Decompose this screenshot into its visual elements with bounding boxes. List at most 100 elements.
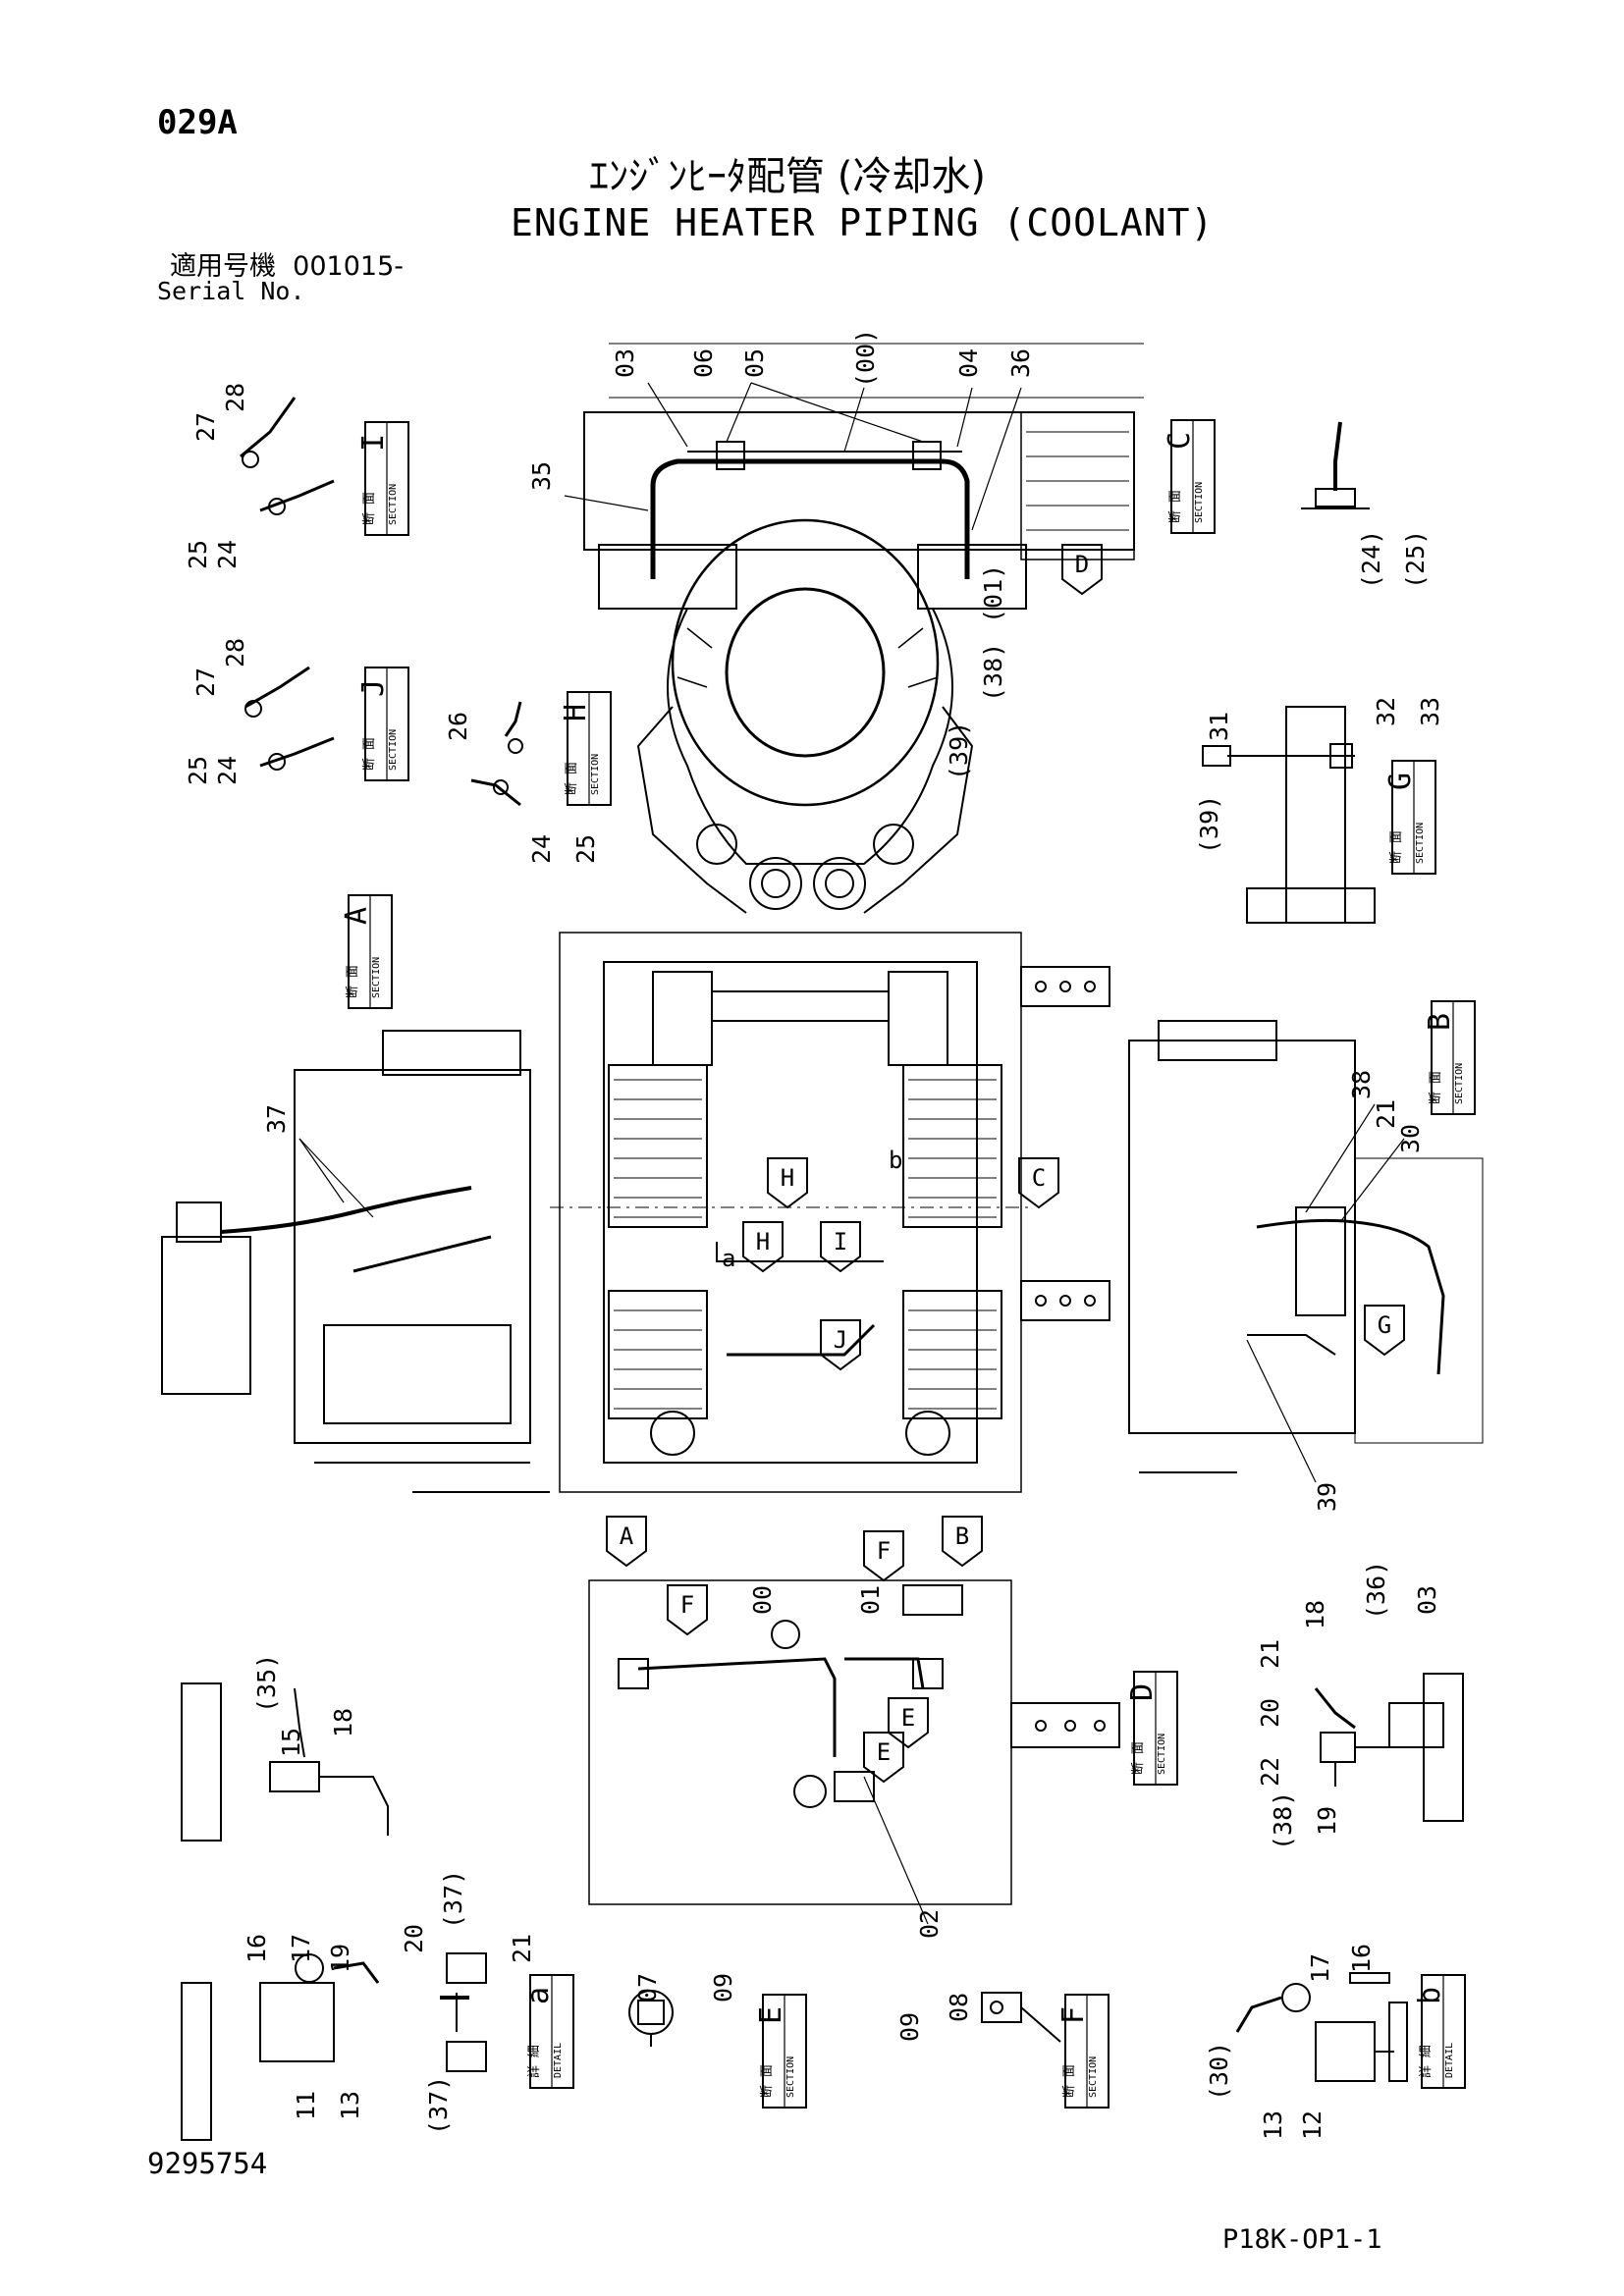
engine-top-view xyxy=(583,343,1144,914)
section-a-box: 断 面 SECTION A xyxy=(340,894,393,1009)
section-i-letter: I xyxy=(356,434,391,452)
callout: 01 xyxy=(856,1585,885,1615)
callout: 19 xyxy=(1313,1806,1341,1836)
callout: (24) xyxy=(1357,530,1385,589)
detail-b-view xyxy=(1235,1972,1408,2082)
section-h-letter: H xyxy=(559,704,593,721)
detail-b-word: DETAIL xyxy=(1444,2043,1455,2078)
detail-a-kanji: 詳 細 xyxy=(526,2045,542,2078)
section-g-detail xyxy=(1202,706,1376,924)
view-marker-f1: F xyxy=(863,1530,904,1582)
section-j-word: SECTION xyxy=(388,729,399,771)
section-e-letter: E xyxy=(754,2006,788,2024)
callout: (00) xyxy=(851,329,880,388)
detail-a-view xyxy=(181,1952,487,2141)
section-f-word: SECTION xyxy=(1088,2056,1099,2098)
section-i-kanji: 断 面 xyxy=(362,492,377,525)
section-h-kanji: 断 面 xyxy=(565,762,579,795)
callout: (30) xyxy=(1205,2042,1233,2101)
callout: 28 xyxy=(221,638,249,667)
section-f-box: 断 面 SECTION F xyxy=(1056,1994,1110,2109)
callout: 25 xyxy=(571,834,600,864)
callout: 18 xyxy=(329,1708,357,1737)
callout: 37 xyxy=(262,1104,291,1134)
serial-value: 001015- xyxy=(293,251,404,282)
section-i-detail xyxy=(240,397,335,515)
title-english: ENGINE HEATER PIPING (COOLANT) xyxy=(511,201,1215,244)
detail-b-box: 詳 細 DETAIL b xyxy=(1413,1974,1466,2089)
section-h-detail xyxy=(470,701,523,807)
callout: 15 xyxy=(277,1728,305,1757)
detail-a-word: DETAIL xyxy=(553,2043,564,2078)
view-marker-a: A xyxy=(606,1516,647,1568)
section-e-kanji: 断 面 xyxy=(760,2064,775,2098)
view-marker-h1: H xyxy=(767,1157,808,1209)
callout: 28 xyxy=(221,383,249,412)
section-a-letter: A xyxy=(340,907,374,925)
callout: 36 xyxy=(1006,348,1035,378)
view-markers: D H H I C b a J G A F B F E E xyxy=(606,544,1405,1784)
callout: 26 xyxy=(444,712,472,741)
callout: 02 xyxy=(915,1909,944,1939)
section-e-word: SECTION xyxy=(785,2056,796,2098)
section-f-letter: F xyxy=(1056,2006,1091,2024)
svg-text:E: E xyxy=(901,1704,915,1732)
section-d-view xyxy=(588,1579,1120,1905)
section-g-word: SECTION xyxy=(1415,823,1426,864)
section-j-detail xyxy=(244,666,335,771)
section-d-right-detail xyxy=(1314,1673,1464,1822)
callout: 20 xyxy=(1256,1698,1284,1728)
callout: 06 xyxy=(689,348,718,378)
callout: (38) xyxy=(979,643,1007,702)
view-marker-c: C xyxy=(1018,1157,1059,1209)
callout: 09 xyxy=(709,1973,737,2002)
left-middle-detail xyxy=(181,1682,389,1842)
section-i-box: 断 面 SECTION I xyxy=(356,421,409,536)
callout: 18 xyxy=(1301,1600,1329,1629)
svg-text:G: G xyxy=(1378,1311,1391,1339)
section-h-box: 断 面 SECTION H xyxy=(559,691,612,806)
callout: (35) xyxy=(252,1654,281,1713)
callout: 00 xyxy=(748,1585,777,1615)
callout: 30 xyxy=(1396,1124,1425,1153)
drawing-number: 9295754 xyxy=(147,2147,268,2180)
callout: 25 xyxy=(184,540,212,569)
svg-text:A: A xyxy=(620,1522,634,1550)
callout: 08 xyxy=(945,1993,973,2022)
section-c-detail xyxy=(1301,421,1370,509)
view-marker-i: I xyxy=(820,1221,861,1273)
section-g-box: 断 面 SECTION G xyxy=(1383,760,1436,875)
callout: (25) xyxy=(1401,530,1430,589)
callout: 24 xyxy=(213,540,242,569)
detail-a-letter: a xyxy=(521,1987,556,2004)
callout: 24 xyxy=(213,756,242,785)
svg-text:H: H xyxy=(781,1164,794,1192)
detail-b-kanji: 詳 細 xyxy=(1418,2045,1434,2078)
section-a-side-view xyxy=(161,1030,550,1493)
callout: (36) xyxy=(1362,1561,1390,1620)
section-g-kanji: 断 面 xyxy=(1389,830,1404,864)
section-d-word: SECTION xyxy=(1157,1734,1167,1775)
callout: 21 xyxy=(1256,1639,1284,1669)
callout: 16 xyxy=(1347,1944,1376,1973)
view-marker-j: J xyxy=(820,1319,861,1371)
section-b-word: SECTION xyxy=(1454,1063,1465,1104)
view-marker-g: G xyxy=(1364,1305,1405,1357)
callout: 12 xyxy=(1298,2110,1326,2140)
view-marker-e1: E xyxy=(888,1697,929,1749)
page-code: 029A xyxy=(157,103,238,142)
detail-a-box: 詳 細 DETAIL a xyxy=(521,1974,574,2089)
section-b-box: 断 面 SECTION B xyxy=(1423,1000,1476,1115)
callout: 27 xyxy=(191,412,220,442)
section-c-box: 断 面 SECTION C xyxy=(1163,419,1216,534)
detail-b-label: b xyxy=(889,1147,902,1174)
svg-text:E: E xyxy=(877,1738,891,1766)
callout: 03 xyxy=(611,348,639,378)
callout: 05 xyxy=(740,348,769,378)
callout: 31 xyxy=(1205,712,1233,741)
callout: 04 xyxy=(954,348,983,378)
callout: (37) xyxy=(424,2076,453,2135)
section-j-letter: J xyxy=(356,679,391,697)
svg-text:C: C xyxy=(1032,1164,1046,1192)
section-h-word: SECTION xyxy=(590,754,601,795)
